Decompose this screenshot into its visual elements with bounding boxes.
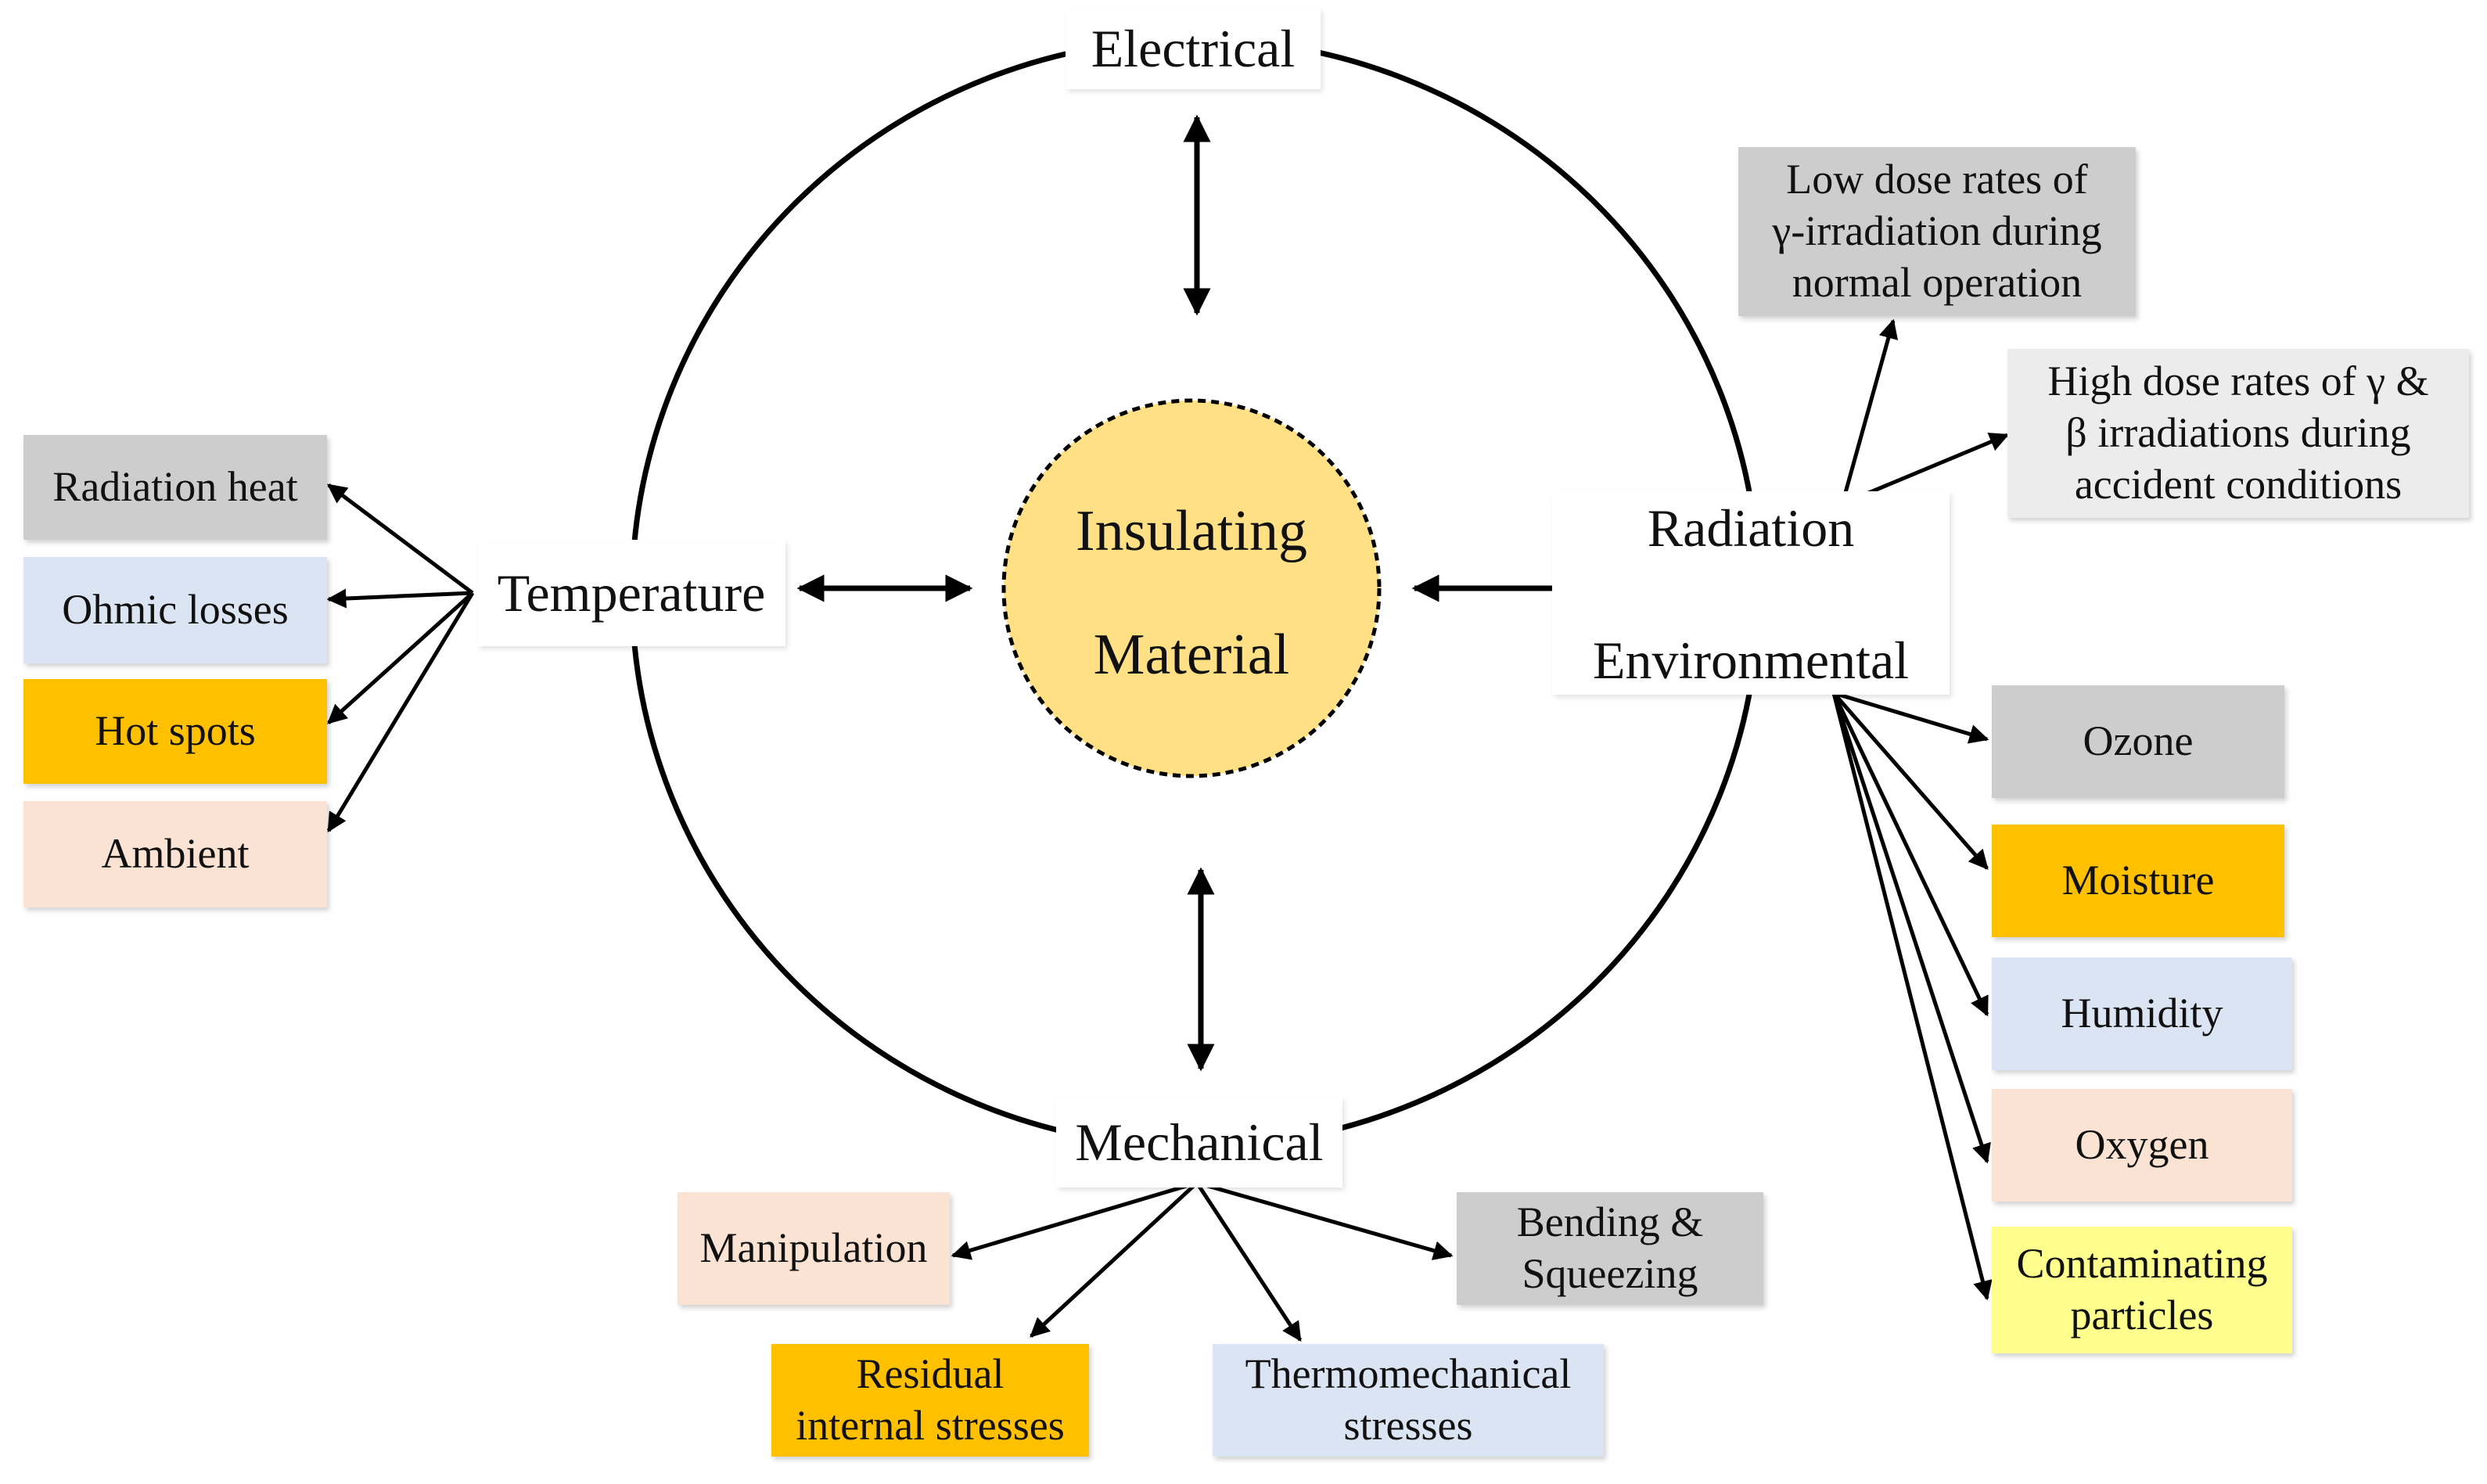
temperature-item-ambient: Ambient: [23, 801, 327, 907]
arrow-to-hot-spots: [327, 591, 474, 724]
item-line: Thermomechanical: [1245, 1350, 1572, 1398]
factor-environmental: Environmental: [1592, 630, 1910, 690]
item-line: Bending &: [1516, 1198, 1704, 1246]
temperature-item-radiation-heat: Radiation heat: [23, 435, 327, 540]
factor-temperature: Temperature: [477, 540, 785, 646]
item-label: Ambient: [101, 830, 250, 878]
item-line: internal stresses: [796, 1402, 1065, 1449]
temperature-item-ohmic-losses: Ohmic losses: [23, 557, 327, 663]
factor-electrical: Electrical: [1066, 8, 1321, 89]
item-label: Oxygen: [2075, 1121, 2209, 1169]
arrow-to-low-dose: [1840, 318, 1899, 505]
insulating-material-circle: [1001, 398, 1382, 778]
item-line: accident conditions: [2074, 460, 2403, 508]
mechanical-item-residual-stresses: Residual internal stresses: [771, 1344, 1089, 1457]
center-label-line2: Material: [1093, 623, 1290, 687]
mechanical-item-bending-squeezing: Bending & Squeezing: [1457, 1192, 1763, 1305]
environmental-item-contaminating-particles: Contaminating particles: [1992, 1227, 2292, 1353]
item-label: Humidity: [2061, 990, 2223, 1037]
arrow-to-oxygen: [1831, 692, 1991, 1164]
arrow-to-ambient: [326, 591, 475, 833]
item-label: Ohmic losses: [62, 586, 289, 634]
environmental-item-humidity: Humidity: [1992, 958, 2292, 1070]
arrow-to-humidity: [1831, 692, 1989, 1017]
arrow-to-radiation-heat: [327, 483, 474, 595]
environmental-item-ozone: Ozone: [1992, 685, 2284, 798]
arrow-to-ozone: [1833, 691, 1989, 744]
factor-radiation: Radiation: [1552, 491, 1950, 695]
arrow-to-bending: [1196, 1180, 1454, 1260]
arrow-to-thermomechanical: [1195, 1181, 1303, 1342]
item-label: Radiation heat: [52, 463, 298, 511]
item-line: Contaminating: [2016, 1240, 2268, 1288]
center-label-line1: Insulating: [1076, 499, 1307, 563]
arrow-to-manipulation: [951, 1180, 1198, 1260]
item-line: β irradiations during: [2065, 409, 2411, 457]
radiation-item-low-dose: Low dose rates of γ-irradiation during n…: [1738, 147, 2136, 316]
mechanical-item-manipulation: Manipulation: [677, 1192, 950, 1305]
arrow-to-moisture: [1832, 692, 1989, 870]
environmental-item-moisture: Moisture: [1992, 825, 2284, 937]
item-line: Residual: [856, 1350, 1005, 1398]
temperature-item-hot-spots: Hot spots: [23, 679, 327, 784]
item-label: Moisture: [2061, 857, 2215, 904]
item-line: normal operation: [1792, 258, 2083, 306]
item-label: Hot spots: [95, 707, 256, 755]
item-label: Ozone: [2083, 717, 2194, 765]
item-line: particles: [2070, 1292, 2214, 1338]
arrow-to-ohmic-losses: [326, 588, 473, 609]
environmental-item-oxygen: Oxygen: [1992, 1089, 2292, 1202]
item-line: High dose rates of γ &: [2047, 358, 2429, 405]
factor-mechanical: Mechanical: [1056, 1097, 1342, 1188]
item-line: γ-irradiation during: [1772, 207, 2102, 255]
mechanical-item-thermomechanical-stresses: Thermomechanical stresses: [1213, 1344, 1604, 1457]
item-line: Squeezing: [1522, 1250, 1698, 1297]
radiation-item-high-dose: High dose rates of γ & β irradiations du…: [2007, 349, 2469, 518]
arrow-to-contaminating: [1831, 692, 1993, 1301]
item-label: Manipulation: [699, 1224, 928, 1272]
item-line: Low dose rates of: [1786, 156, 2088, 203]
arrow-to-residual: [1030, 1181, 1199, 1338]
item-line: stresses: [1343, 1402, 1473, 1449]
